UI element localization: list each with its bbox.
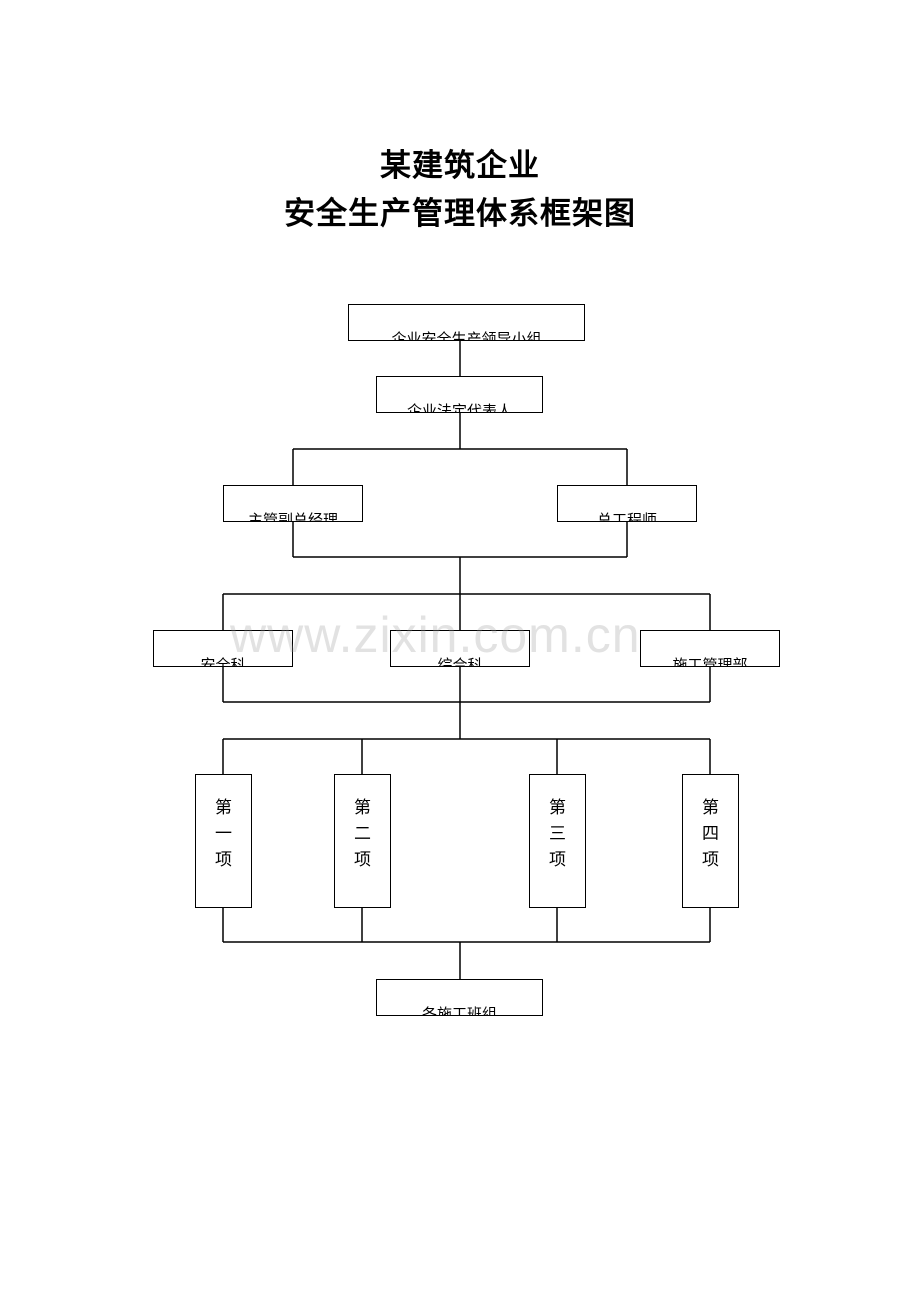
node-site-1-label: 第 一 项: [215, 798, 232, 870]
node-site-3: 第 三 项: [529, 774, 586, 908]
node-safety-dept-label: 安全科: [200, 656, 246, 667]
node-legal-rep: 企业法定代表人: [376, 376, 543, 413]
node-site-3-label: 第 三 项: [549, 798, 566, 870]
node-quality-dept: 综合科: [390, 630, 530, 667]
page-title-line-2: 安全生产管理体系框架图: [284, 196, 636, 232]
node-construction-dept-label: 施工管理部: [672, 656, 748, 667]
node-quality-dept-label: 综合科: [437, 656, 483, 667]
node-leader-group-label: 企业安全生产领导小组: [391, 330, 542, 341]
node-site-4-label: 第 四 项: [702, 798, 719, 870]
node-site-1: 第 一 项: [195, 774, 252, 908]
node-chief-engineer: 总工程师: [557, 485, 697, 522]
node-site-2: 第 二 项: [334, 774, 391, 908]
node-legal-rep-label: 企业法定代表人: [406, 402, 512, 413]
node-leader-group: 企业安全生产领导小组: [348, 304, 585, 341]
page-title-line-1: 某建筑企业: [380, 148, 540, 184]
node-chief-engineer-label: 总工程师: [596, 511, 657, 522]
node-deputy-gm: 主管副总经理: [223, 485, 363, 522]
node-deputy-gm-label: 主管副总经理: [247, 511, 338, 522]
node-teams: 各施工班组: [376, 979, 543, 1016]
node-teams-label: 各施工班组: [421, 1005, 497, 1016]
node-construction-dept: 施工管理部: [640, 630, 780, 667]
node-site-4: 第 四 项: [682, 774, 739, 908]
node-safety-dept: 安全科: [153, 630, 293, 667]
node-site-2-label: 第 二 项: [354, 798, 371, 870]
